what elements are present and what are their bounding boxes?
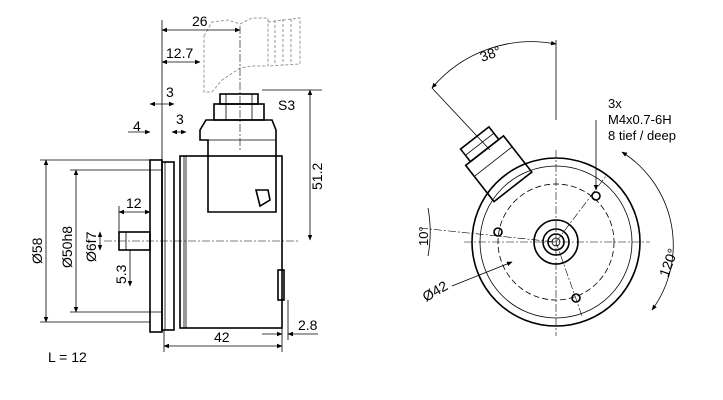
note-l-12: L = 12 (48, 349, 87, 365)
flange (149, 159, 163, 333)
connector-housing (199, 93, 277, 213)
tapped-hole-2 (591, 191, 601, 201)
dim-4: 4 (133, 118, 141, 134)
dim-5-3: 5.3 (113, 264, 129, 284)
angle-38: 38° (478, 43, 503, 65)
label-s3: S3 (278, 97, 295, 113)
thread-note-line-3: 8 tief / deep (608, 128, 676, 143)
encoder-body (179, 155, 283, 329)
dim-3-lower: 3 (176, 111, 184, 127)
dim-3-upper: 3 (166, 84, 174, 100)
dim-26: 26 (192, 13, 208, 29)
dim-12-7: 12.7 (166, 45, 193, 61)
rear-cap (277, 269, 285, 301)
tapped-hole-3 (571, 293, 581, 303)
dim-dia58: Ø58 (29, 237, 45, 264)
flange-step (161, 161, 175, 331)
angle-120: 120° (656, 246, 681, 279)
angle-10: 10° (416, 226, 431, 246)
thread-note-line-2: M4x0.7-6H (608, 112, 672, 127)
connector-ghost (203, 17, 301, 93)
front-connector (459, 125, 533, 203)
front-view: 38° 10° 120° Ø42 3x M4x0.7-6H 8 tief / d… (416, 40, 681, 336)
dim-12: 12 (126, 195, 142, 211)
dim-dia50h8: Ø50h8 (59, 226, 75, 268)
dim-dia6f7: Ø6f7 (83, 231, 99, 262)
tapped-hole-1 (493, 227, 503, 237)
dim-2-8: 2.8 (298, 317, 318, 333)
dim-42: 42 (214, 329, 230, 345)
dim-dia42: Ø42 (420, 277, 451, 304)
thread-note-line-1: 3x (608, 96, 622, 111)
side-view: 26 12.7 3 3 4 S3 51.2 Ø58 Ø50h8 Ø6f7 12 … (29, 13, 325, 365)
dim-51-2: 51.2 (309, 163, 325, 190)
